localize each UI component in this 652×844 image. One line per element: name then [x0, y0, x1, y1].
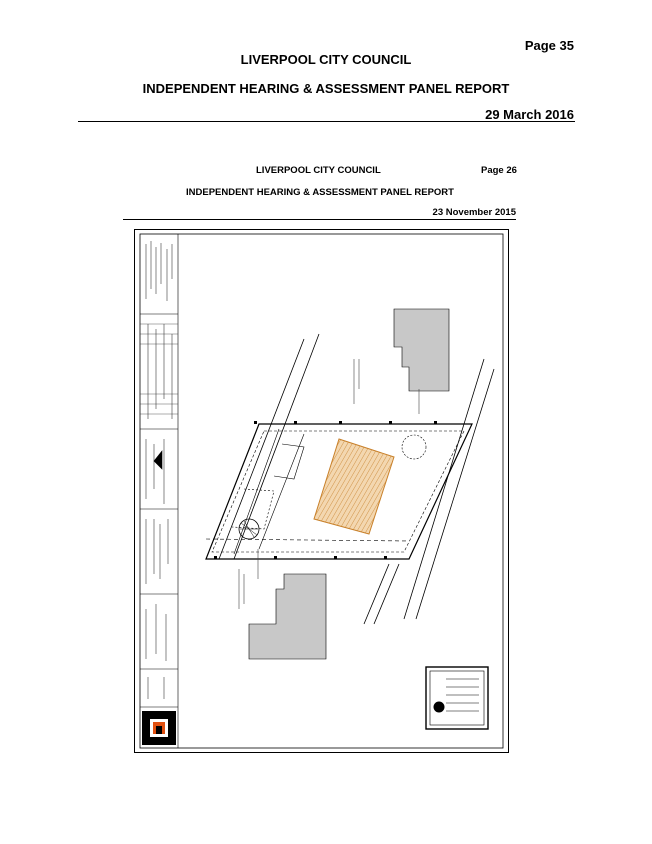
page-number: Page 35: [524, 38, 574, 53]
embedded-report-date: 23 November 2015: [432, 207, 516, 218]
approval-stamp: [425, 666, 489, 730]
panel-report-title: INDEPENDENT HEARING & ASSESSMENT PANEL R…: [142, 81, 510, 96]
trees: [238, 434, 427, 540]
neighbour-building-bottom: [248, 573, 327, 660]
neighbour-building-top: [393, 308, 450, 392]
embedded-header-divider: [123, 219, 516, 220]
architect-logo: [142, 711, 176, 745]
embedded-page-number: Page 26: [481, 165, 517, 176]
report-date: 29 March 2016: [485, 107, 574, 122]
header-divider: [78, 121, 575, 122]
site-lot: [205, 423, 473, 560]
embedded-council-title: LIVERPOOL CITY COUNCIL: [256, 165, 381, 176]
site-plan-drawing: [134, 229, 509, 753]
title-block: [140, 234, 179, 748]
council-title: LIVERPOOL CITY COUNCIL: [240, 52, 412, 67]
embedded-panel-title: INDEPENDENT HEARING & ASSESSMENT PANEL R…: [186, 187, 454, 198]
proposed-building: [313, 438, 395, 535]
